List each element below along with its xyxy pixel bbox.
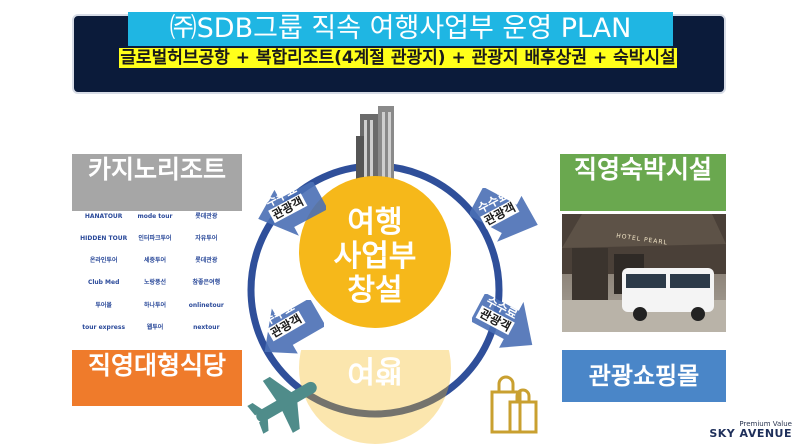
subtitle: 글로벌허브공항 + 복합리조트(4계절 관광지) + 관광지 배후상권 + 숙박… (86, 46, 710, 94)
logo: 롯데관광 (195, 257, 218, 265)
subtitle-text: 글로벌허브공항 + 복합리조트(4계절 관광지) + 관광지 배후상권 + 숙박… (119, 48, 677, 68)
building-icon (356, 106, 394, 184)
airplane-icon (247, 376, 317, 434)
center-label: 여행 사업부 창설 (299, 206, 451, 308)
logo: nextour (193, 323, 220, 331)
center-line-1: 여행 (347, 205, 403, 240)
center-reflection: 여행 (299, 350, 451, 444)
casino-resort-box: 카지노리조트 (72, 154, 242, 211)
logo: 롯데관광 (195, 213, 218, 220)
logo: HANATOUR (84, 213, 123, 220)
lodging-box: 직영숙박시설 (560, 154, 726, 211)
logo: Club Med (87, 279, 120, 287)
logo: HIDDEN TOUR (80, 235, 128, 243)
logo: 투어몰 (95, 301, 112, 309)
logo: 온라인투어 (89, 257, 118, 265)
shopping-bag-icon (490, 375, 538, 434)
logo: 웹투어 (146, 323, 164, 331)
hotel-scene (562, 214, 726, 332)
travel-agency-logos: HANATOUR mode tour 롯데관광 HIDDEN TOUR 인터파크… (80, 212, 230, 344)
center-line-2: 사업부 (333, 239, 417, 274)
brand-name: SKY AVENUE (709, 427, 792, 440)
center-circle (299, 176, 451, 328)
brand-tagline: Premium Value (739, 420, 792, 428)
hotel-photo: HOTEL PEARL (562, 214, 726, 332)
logo: 인터파크투어 (138, 235, 172, 243)
restaurant-box: 직영대형식당 (72, 350, 242, 406)
logo: 세중투어 (143, 257, 167, 265)
logo: 하나투어 (143, 301, 167, 309)
logo: tour express (82, 323, 126, 331)
logo: 노랑풍선 (143, 279, 167, 287)
page-title: ㈜SDB그룹 직속 여행사업부 운영 PLAN (128, 12, 673, 46)
logo: 자유투어 (195, 235, 218, 243)
brand-logo: Premium Value SKY AVENUE (709, 420, 792, 440)
logo: mode tour (137, 213, 173, 220)
logo: 참좋은여행 (192, 279, 221, 287)
logo: onlinetour (188, 301, 224, 309)
shopping-mall-box: 관광쇼핑몰 (562, 350, 726, 402)
center-line-3: 창설 (347, 273, 403, 308)
